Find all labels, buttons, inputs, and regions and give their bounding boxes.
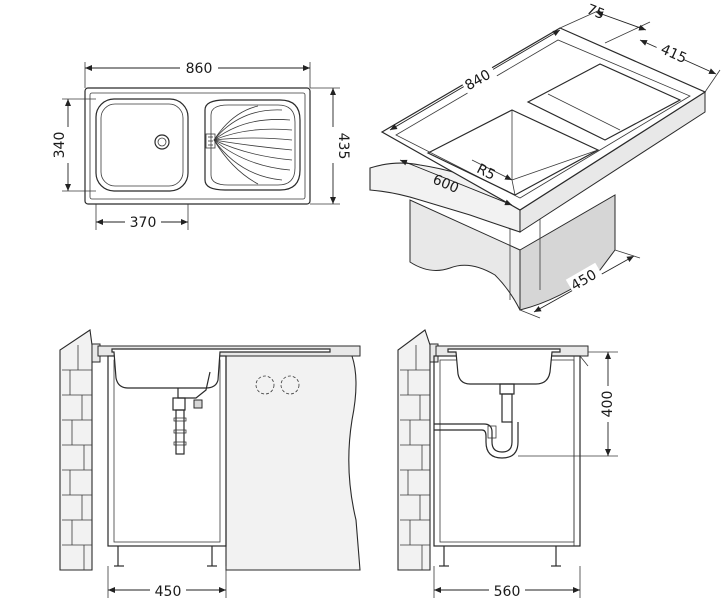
drain-hole [154,134,170,150]
dim-cabinet-width-450: 450 [155,584,182,600]
dim-width-860: 860 [186,61,213,77]
dim-depth-415: 415 [658,42,689,67]
brick-wall-right [397,329,431,571]
dim-depth-435: 435 [335,133,351,160]
dim-bowl-depth-340: 340 [52,132,68,159]
brick-wall-left [59,329,93,571]
dim-bowl-width-370: 370 [130,215,157,231]
side-view-left: 450 [59,329,361,600]
bowl [95,98,189,192]
top-view: 860 435 340 370 [52,58,351,231]
sink-outline [84,87,311,205]
isometric-view: 840 75 415 600 R5 450 [369,2,721,319]
radius-r5: R5 [474,161,498,184]
dim-height-400: 400 [600,391,616,418]
dim-cabinet-depth-560: 560 [494,584,521,600]
cabinet-front [409,199,521,311]
dim-rim-75: 75 [584,2,607,24]
bowl-section-right [447,348,561,385]
side-view-right: 400 560 [397,329,620,600]
adjacent-cabinet [225,355,361,571]
drainer [204,99,301,191]
